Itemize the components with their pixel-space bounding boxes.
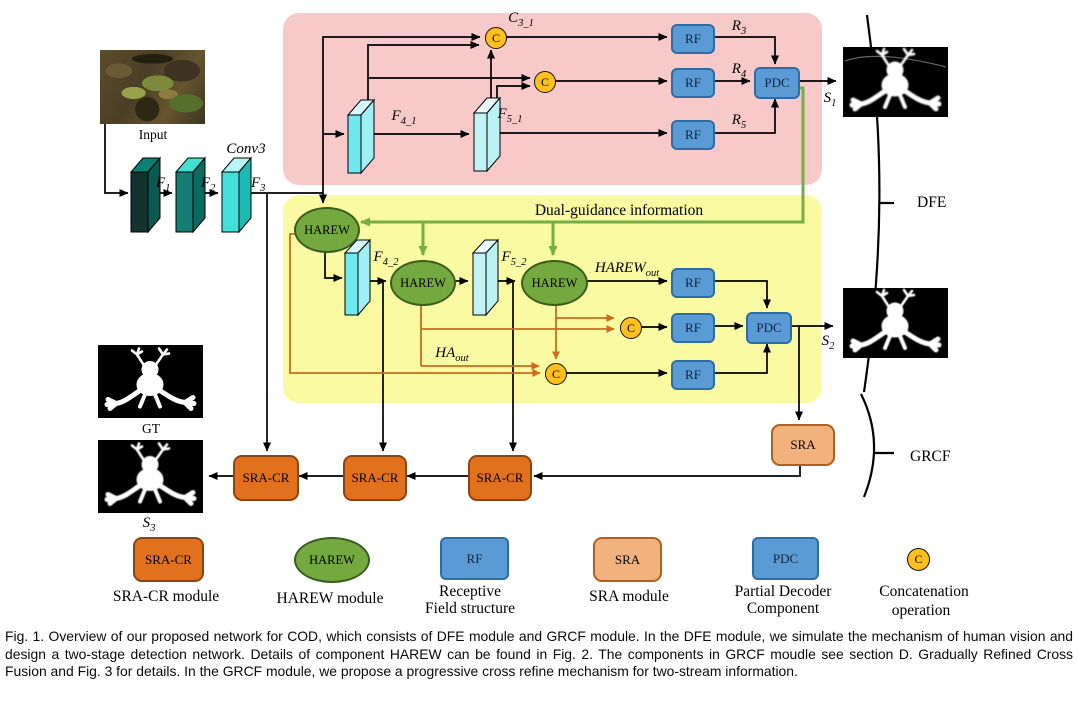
rf-block-r4: RF [671,68,715,98]
frog-silhouette [849,288,942,353]
harew-node-2: HAREW [390,260,456,306]
concat-node-c3-1: C [485,27,507,49]
frog-silhouette [844,47,947,112]
legend-pdc-caption-line1: Partial Decoder [734,583,832,600]
legend-harew-caption: HAREW module [276,590,384,607]
legend-sra-caption: SRA module [589,588,669,605]
harew-node-3: HAREW [521,260,588,306]
rf-block-stage2-top: RF [671,268,715,298]
frog-silhouette [104,347,197,411]
conv-block-f3 [220,156,253,234]
rf-block-stage2-bottom: RF [671,360,715,390]
s2-output-image [843,288,948,358]
f1-label: F1 [156,175,171,194]
conv3-label: Conv3 [226,141,266,157]
legend-concat-caption-line1: Concatenation [879,583,969,600]
sra-cr-block-1: SRA-CR [233,455,299,501]
s1-output-image [843,47,948,117]
legend-rf-caption-line1: Receptive [439,583,501,600]
concat-node-stage2-mid: C [620,317,642,339]
legend-sra-cr-shape: SRA-CR [133,537,204,582]
sra-cr-block-3: SRA-CR [468,455,532,501]
legend-rf-caption-line2: Field structure [425,600,515,617]
f5-1-label: F5_1 [497,106,523,125]
pdc-block-stage1: PDC [754,67,800,99]
r3-label: R3 [731,18,747,37]
feature-block-f4-2 [343,238,372,317]
harew-node-1: HAREW [294,207,360,253]
rf-block-r5: RF [671,120,715,150]
f3-label: F3 [251,175,266,194]
gt-label: GT [142,421,160,436]
f4-1-label: F4_1 [391,108,417,127]
input-image-label: Input [138,127,168,142]
f4-2-label: F4_2 [373,249,399,268]
f5-2-label: F5_2 [501,249,527,268]
legend-concat-shape: C [907,548,930,571]
concat-node-stage2-bottom: C [545,363,567,385]
legend-pdc-shape: PDC [752,537,819,580]
sra-block: SRA [771,424,835,466]
conv-block-f1 [129,156,162,234]
gt-image [98,345,203,418]
figure-caption: Fig. 1. Overview of our proposed network… [5,628,1073,680]
frog-silhouette [104,442,197,506]
harew-out-label: HAREWout [594,260,660,279]
feature-block-f4-1 [346,98,376,175]
legend-sra-cr-caption: SRA-CR module [112,588,220,605]
r4-label: R4 [731,61,747,80]
legend-concat-caption-line2: operation [891,602,951,619]
grcf-label: GRCF [910,448,951,465]
orange-attention-arrows [289,233,615,377]
legend-harew-shape: HAREW [294,537,370,583]
c3-1-label: C3_1 [508,10,534,29]
feature-block-f5-1 [472,96,502,173]
s3-label: S3 [142,515,156,534]
input-image [100,50,205,124]
conv-block-f2 [174,156,207,234]
rf-block-r3: RF [671,24,715,54]
rf-block-stage2-mid: RF [671,313,715,343]
feature-block-f5-2 [471,238,500,317]
sra-cr-block-2: SRA-CR [343,455,407,501]
concat-node-c4-1: C [534,71,556,93]
legend-pdc-caption-line2: Component [746,600,820,617]
grcf-brace [860,393,894,498]
f2-label: F2 [201,175,216,194]
r5-label: R5 [731,112,747,131]
s1-label: S1 [823,90,837,109]
black-arrows [104,33,837,480]
ha-out-label: HAout [435,345,469,364]
legend-sra-shape: SRA [593,537,662,582]
s3-output-image [98,440,203,513]
pdc-block-stage2: PDC [746,312,792,344]
dfe-label: DFE [917,194,947,211]
legend-rf-shape: RF [440,537,509,580]
dual-guidance-label: Dual-guidance information [534,202,704,219]
s2-label: S2 [821,333,835,352]
